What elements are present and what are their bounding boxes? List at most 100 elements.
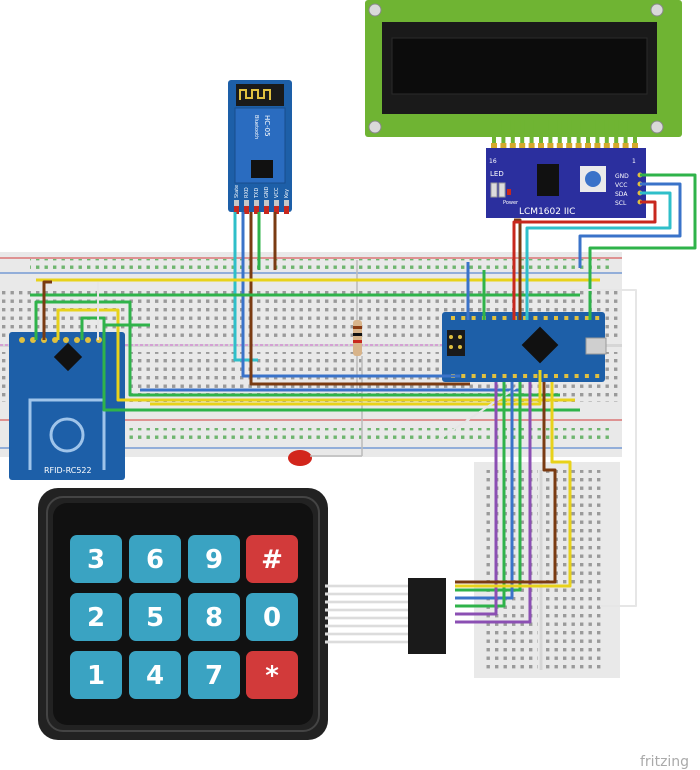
hc05-pin-tip [264, 206, 269, 214]
keypad-key[interactable] [70, 535, 122, 583]
hc05-label: HC-05 [263, 115, 271, 137]
lcd-pin-tip [613, 143, 620, 150]
lcd-pin-scl: SCL [615, 200, 627, 207]
rfid-pin [74, 337, 80, 343]
keypad-key-label: 2 [87, 603, 105, 633]
lcd-pin [576, 120, 581, 150]
nano-pin [584, 374, 589, 378]
nano-pin [564, 316, 569, 320]
keypad-key[interactable] [188, 535, 240, 583]
hc05-pin-label: State [234, 185, 240, 198]
lcd-pin-tip [528, 143, 535, 150]
hc05-pin-label: TXD [254, 188, 260, 199]
lcd-pin [567, 120, 572, 150]
keypad-key[interactable] [70, 651, 122, 699]
keypad-key-label: 9 [205, 545, 223, 575]
lcd-pin-tip [509, 143, 516, 150]
hc05-pin-label: Key [284, 189, 290, 198]
nano-pin [451, 316, 455, 320]
hc05-pin-tip [234, 206, 239, 214]
rfid-label: RFID-RC522 [44, 466, 92, 475]
fritzing-watermark: fritzing [640, 754, 689, 770]
arduino-nano [442, 312, 607, 382]
lcd-pin-sda: SDA [615, 191, 628, 198]
lcd-pin [604, 120, 609, 150]
hc05-pin-label: GND [264, 186, 270, 198]
lcd-pin [586, 120, 590, 150]
nano-pin [554, 316, 558, 320]
rfid-pin [85, 337, 91, 343]
hc05-pin-tip [274, 206, 279, 214]
rfid-module: RFID-RC522 [9, 332, 125, 480]
keypad-key-label: 3 [87, 545, 105, 575]
lcd-pin-tip [575, 143, 582, 150]
keypad-key[interactable] [246, 535, 298, 583]
lcd-pin1-label: 1 [632, 158, 636, 165]
nano-pin [554, 374, 558, 378]
hc05-header-pins [234, 200, 289, 214]
hc05-pin-label: RXD [244, 187, 250, 198]
lcd-pin [548, 120, 553, 150]
lcd-pin [501, 120, 506, 150]
nano-pin [543, 374, 548, 378]
lcd-pin-tip [594, 143, 601, 150]
rfid-pin [63, 337, 69, 343]
keypad-ribbon [325, 578, 446, 654]
nano-pin [471, 374, 476, 378]
nano-pin [533, 316, 538, 320]
keypad-key[interactable] [246, 593, 298, 641]
lcd-pin-tip [519, 143, 526, 150]
nano-pin [564, 374, 569, 378]
lcd-pin-tip [547, 143, 554, 150]
lcd-pin-tip [500, 143, 507, 150]
lcd-pin [623, 120, 628, 150]
nano-pin [492, 316, 497, 320]
hc05-pin-label: VCC [274, 187, 280, 198]
keypad-key[interactable] [246, 651, 298, 699]
lcd-backpack-label: LCM1602 IIC [519, 207, 575, 217]
lcd-display [365, 0, 682, 137]
lcd-pin [529, 120, 534, 150]
keypad-key[interactable] [188, 593, 240, 641]
hc05-pin-tip [254, 206, 259, 214]
nano-pin [461, 374, 466, 378]
lcd-pin-tip [622, 143, 629, 150]
nano-pin [584, 316, 589, 320]
lcd-pin [520, 120, 525, 150]
keypad-key[interactable] [129, 593, 181, 641]
keypad-key-label: # [261, 545, 283, 575]
nano-pin [502, 374, 507, 378]
nano-pin [471, 316, 476, 320]
red-led [288, 356, 363, 466]
nano-pin [481, 374, 486, 378]
hc05-pin-tip [244, 206, 249, 214]
lcd-pin [492, 120, 496, 150]
lcd-pin [510, 120, 515, 150]
lcd-pin [614, 120, 619, 150]
lcd-power-label: Power [503, 200, 519, 206]
wires [30, 173, 697, 624]
nano-pin [512, 374, 517, 378]
nano-pin [574, 374, 579, 378]
nano-pin [461, 316, 466, 320]
lcd-pin-tip [556, 143, 563, 150]
keypad-key[interactable] [70, 593, 122, 641]
resistor [353, 260, 362, 395]
lcd-pin-tip [632, 143, 638, 150]
nano-pin [502, 316, 507, 320]
keypad-key-label: * [265, 661, 279, 691]
lcd-pin-tip [491, 143, 497, 150]
lcd-led-label: LED [490, 170, 504, 178]
nano-pin [595, 316, 600, 320]
rfid-pin [19, 337, 25, 343]
lcd-pin [557, 120, 562, 150]
nano-pin [595, 374, 600, 378]
nano-pin [523, 316, 528, 320]
keypad-key[interactable] [188, 651, 240, 699]
nano-pin [574, 316, 579, 320]
keypad-key[interactable] [129, 535, 181, 583]
keypad-key[interactable] [129, 651, 181, 699]
lcd-pin [633, 120, 637, 150]
